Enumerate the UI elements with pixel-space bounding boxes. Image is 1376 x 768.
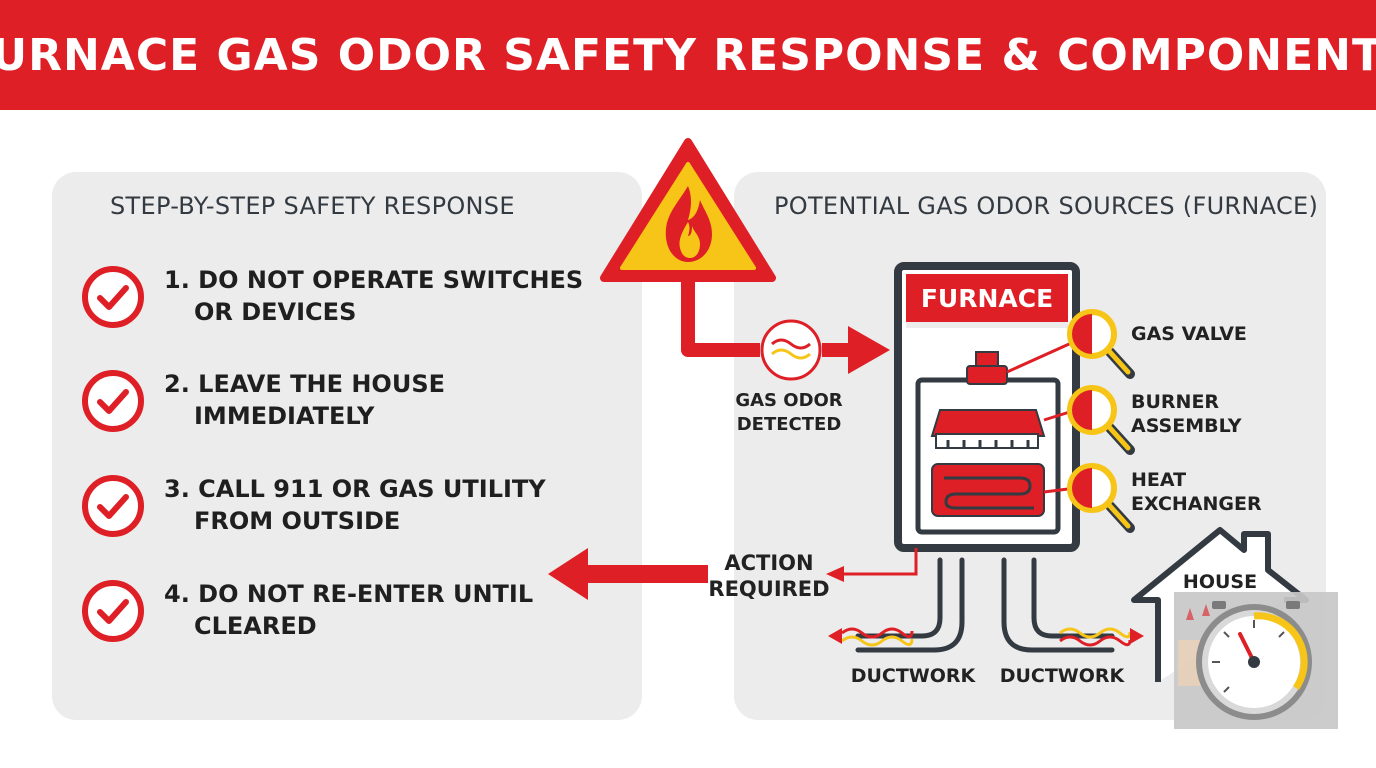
warning-connector — [681, 280, 760, 357]
step-1-line1: 1. DO NOT OPERATE SWITCHES — [164, 266, 584, 294]
action-arrow-head-icon — [826, 566, 844, 582]
gas-valve-callout — [1006, 338, 1079, 374]
check-circle-icon — [82, 580, 144, 642]
step-3-line1: 3. CALL 911 OR GAS UTILITY — [164, 475, 546, 503]
ductwork-pipes — [855, 557, 1115, 653]
ductwork-left-label: DUCTWORK — [851, 665, 977, 687]
step-4-text: 4. DO NOT RE-ENTER UNTIL CLEARED — [164, 578, 533, 642]
heat-exchanger-label-line2: EXCHANGER — [1131, 493, 1262, 515]
gas-sources-heading: POTENTIAL GAS ODOR SOURCES (FURNACE) — [774, 192, 1319, 220]
burner-label-line1: BURNER — [1131, 391, 1219, 413]
step-3: 3. CALL 911 OR GAS UTILITY FROM OUTSIDE — [80, 473, 546, 539]
step-2: 2. LEAVE THE HOUSE IMMEDIATELY — [80, 368, 445, 434]
furnace-label-plate — [906, 274, 1068, 322]
step-2-line1: 2. LEAVE THE HOUSE — [164, 370, 445, 398]
gas-odor-icon — [760, 319, 822, 381]
safety-response-panel — [52, 172, 642, 720]
house-label: HOUSE — [1183, 571, 1257, 593]
step-2-text: 2. LEAVE THE HOUSE IMMEDIATELY — [164, 368, 445, 432]
check-circle-icon — [82, 475, 144, 537]
gas-valve-part — [966, 365, 1008, 385]
step-4-line1: 4. DO NOT RE-ENTER UNTIL — [164, 580, 534, 608]
step-3-line2: FROM OUTSIDE — [194, 507, 401, 535]
airflow-right-icon — [1059, 627, 1144, 647]
action-connector — [842, 548, 918, 576]
big-arrow-shaft — [582, 565, 708, 583]
furnace-unit: FURNACE — [894, 262, 1080, 552]
airflow-left-icon — [828, 627, 914, 647]
title-bar: FURNACE GAS ODOR SAFETY RESPONSE & COMPO… — [0, 0, 1376, 110]
odor-arrow-head-icon — [848, 326, 890, 374]
magnifier-burner-icon — [1067, 385, 1135, 455]
action-label-line2: REQUIRED — [708, 577, 829, 601]
warning-flame-icon — [600, 138, 776, 282]
step-1-line2: OR DEVICES — [194, 298, 357, 326]
safety-response-heading: STEP-BY-STEP SAFETY RESPONSE — [110, 192, 515, 220]
step-4: 4. DO NOT RE-ENTER UNTIL CLEARED — [80, 578, 533, 644]
gas-odor-label-line1: GAS ODOR — [735, 390, 842, 411]
pressure-gauge-icon — [1196, 601, 1312, 720]
page-title: FURNACE GAS ODOR SAFETY RESPONSE & COMPO… — [0, 29, 1376, 81]
furnace-label: FURNACE — [921, 284, 1053, 313]
heat-exchanger-label-line1: HEAT — [1131, 469, 1186, 491]
step-1: 1. DO NOT OPERATE SWITCHES OR DEVICES — [80, 264, 583, 330]
check-circle-icon — [82, 266, 144, 328]
step-2-line2: IMMEDIATELY — [194, 402, 375, 430]
magnifier-heat-exchanger-icon — [1067, 463, 1135, 533]
big-arrow-head-icon — [548, 548, 588, 600]
step-4-line2: CLEARED — [194, 612, 317, 640]
magnifier-gas-valve-icon — [1067, 309, 1135, 379]
burner-label-line2: ASSEMBLY — [1131, 415, 1242, 437]
gas-valve-label: GAS VALVE — [1131, 323, 1247, 345]
ductwork-right-label: DUCTWORK — [1000, 665, 1126, 687]
gas-odor-label-line2: DETECTED — [737, 414, 842, 435]
check-circle-icon — [82, 370, 144, 432]
action-label-line1: ACTION — [724, 551, 813, 575]
step-3-text: 3. CALL 911 OR GAS UTILITY FROM OUTSIDE — [164, 473, 546, 537]
step-1-text: 1. DO NOT OPERATE SWITCHES OR DEVICES — [164, 264, 583, 328]
burner-part — [930, 409, 1046, 437]
